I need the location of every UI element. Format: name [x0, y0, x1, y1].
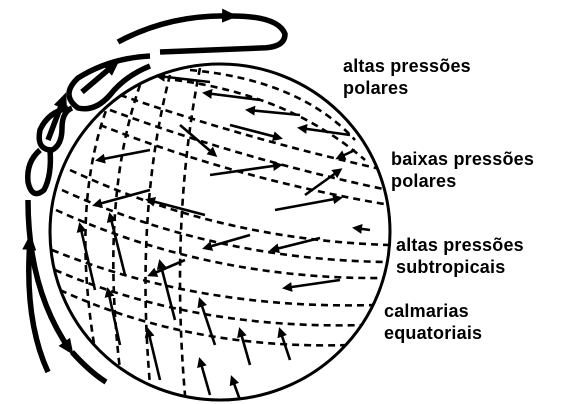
belt-polar-low-2 [110, 110, 388, 190]
wind-arrow [355, 228, 370, 230]
belt-equatorial-2 [55, 270, 365, 325]
wind-arrow [95, 190, 150, 205]
wind-arrow [180, 125, 215, 155]
label-baixas-pressoes-polares: baixas pressões polares [391, 148, 534, 192]
wind-arrow [98, 150, 150, 160]
wind-arrow [338, 150, 355, 158]
label-calmarias-equatoriais: calmarias equatoriais [384, 300, 482, 344]
label-altas-pressoes-polares: altas pressões polares [343, 55, 471, 99]
belt-polar-high-3 [215, 62, 345, 112]
belt-polar-high-2 [175, 80, 365, 160]
wind-arrow [210, 165, 280, 175]
wind-arrow [158, 76, 210, 82]
cell-loop-left-middle [28, 150, 51, 194]
wind-arrow [240, 330, 250, 365]
wind-arrow [285, 280, 340, 288]
wind-arrow [200, 300, 215, 345]
wind-arrow [148, 330, 160, 380]
cell-arrow-top [118, 16, 232, 42]
wind-arrow [200, 360, 210, 395]
wind-arrow [148, 200, 205, 215]
wind-arrow [272, 238, 320, 250]
wind-arrow [300, 128, 350, 135]
wind-arrow [232, 378, 240, 400]
belt-polar-low-1 [120, 95, 385, 170]
globe-outline [50, 64, 390, 400]
label-altas-pressoes-subtropicais: altas pressões subtropicais [396, 234, 524, 278]
cell-tail-bottom [72, 352, 106, 382]
wind-arrow [275, 198, 340, 210]
wind-arrow [160, 262, 175, 320]
